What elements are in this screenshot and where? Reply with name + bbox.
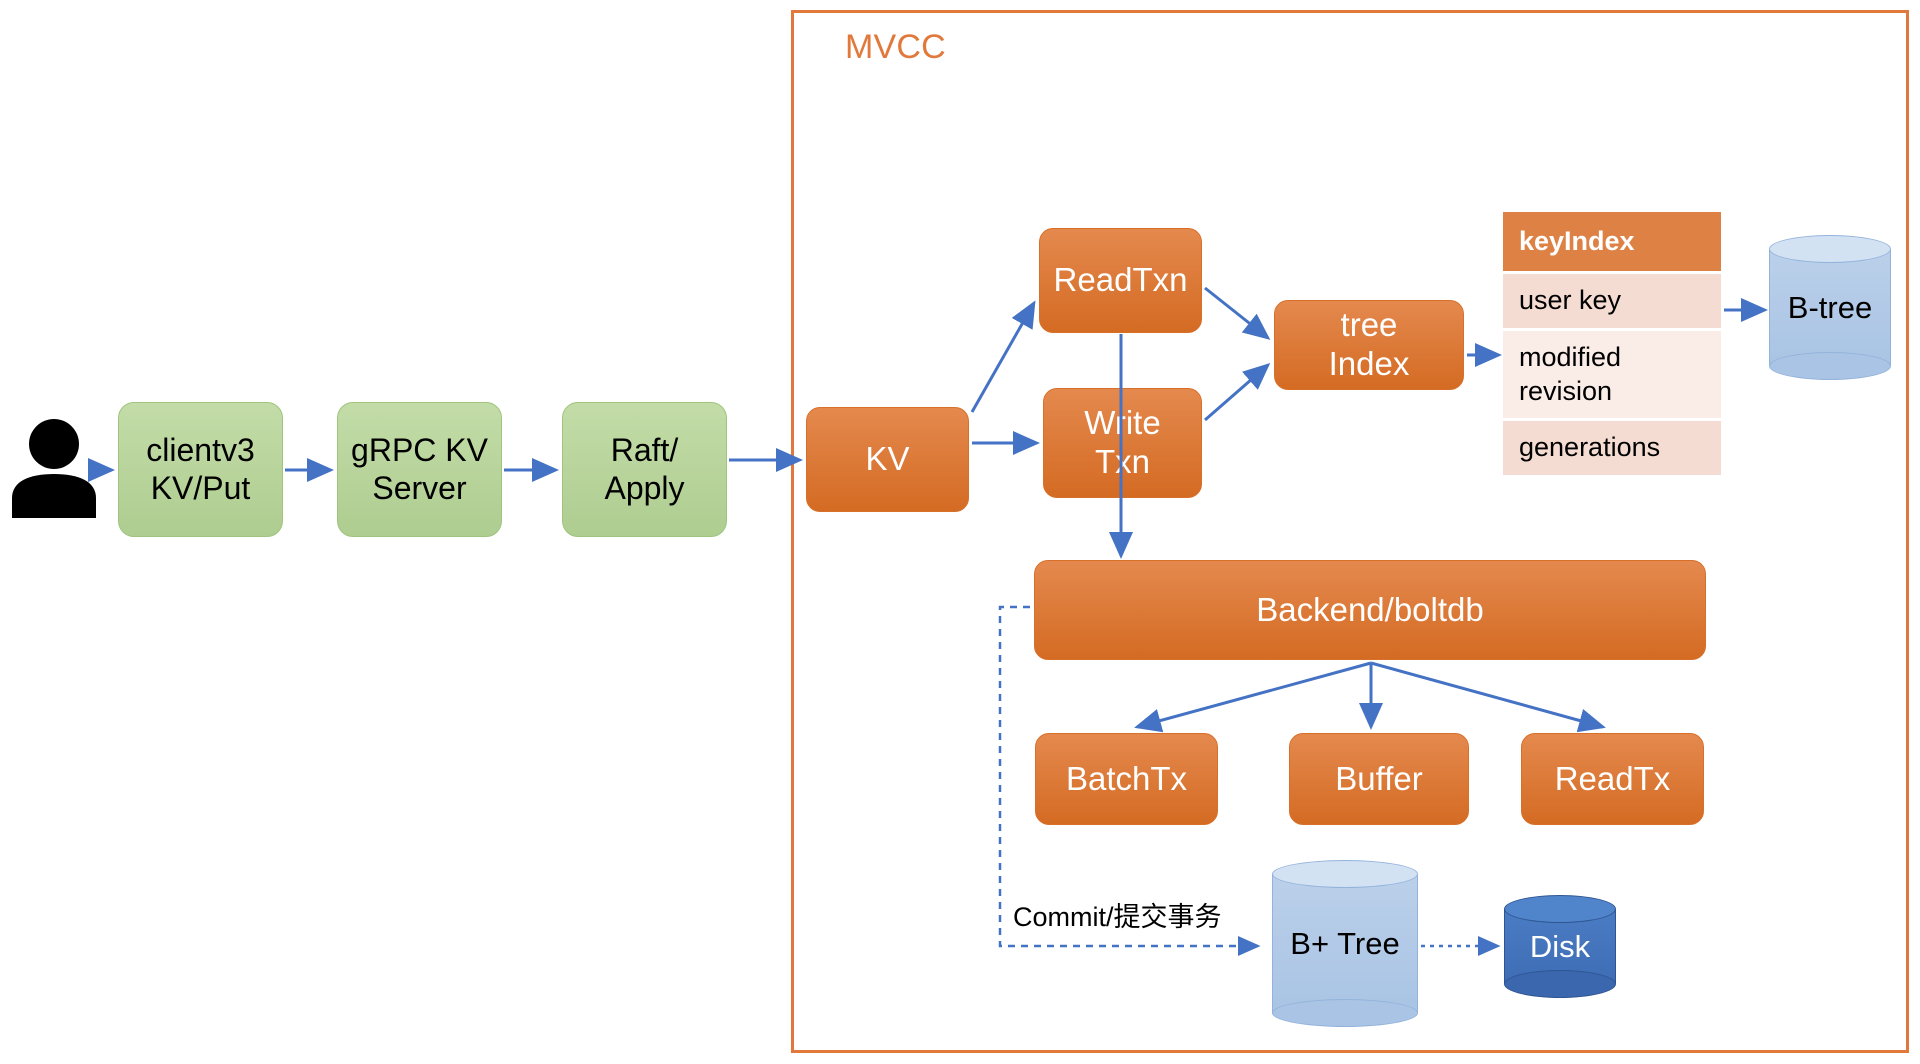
- disk-label: Disk: [1529, 928, 1591, 964]
- node-readtx[interactable]: ReadTx: [1521, 733, 1704, 825]
- node-treeindex[interactable]: tree Index: [1274, 300, 1464, 390]
- node-batchtx[interactable]: BatchTx: [1035, 733, 1218, 825]
- keyindex-header: keyIndex: [1503, 212, 1721, 271]
- btree-label: B-tree: [1787, 289, 1873, 325]
- node-buffer-label: Buffer: [1335, 759, 1423, 797]
- node-readtx-label: ReadTx: [1554, 759, 1671, 797]
- btree-top: [1769, 235, 1891, 263]
- node-backend-boltdb[interactable]: Backend/boltdb: [1034, 560, 1706, 660]
- disk-top: [1504, 895, 1616, 923]
- node-treeindex-line1: tree: [1340, 306, 1398, 344]
- commit-annotation: Commit/提交事务: [1013, 902, 1222, 932]
- node-batchtx-label: BatchTx: [1065, 759, 1188, 797]
- node-kv[interactable]: KV: [806, 407, 969, 512]
- node-kv-label: KV: [865, 440, 910, 478]
- node-backend-label: Backend/boltdb: [1256, 590, 1484, 628]
- node-writetxn[interactable]: Write Txn: [1043, 388, 1202, 498]
- node-treeindex-line2: Index: [1328, 345, 1410, 382]
- node-grpc-line2: Server: [372, 469, 467, 506]
- node-clientv3-line2: KV/Put: [150, 469, 251, 506]
- node-clientv3[interactable]: clientv3 KV/Put: [118, 402, 283, 537]
- node-raft-apply[interactable]: Raft/ Apply: [562, 402, 727, 537]
- mvcc-boundary: [791, 10, 1909, 1053]
- node-grpc-kv-server[interactable]: gRPC KV Server: [337, 402, 502, 537]
- node-writetxn-line1: Write: [1084, 404, 1161, 442]
- keyindex-table: keyIndex user key modified revision gene…: [1503, 212, 1721, 475]
- btree-body: [1769, 249, 1891, 366]
- node-buffer[interactable]: Buffer: [1289, 733, 1469, 825]
- node-clientv3-line1: clientv3: [146, 431, 255, 468]
- node-raft-line1: Raft/: [610, 431, 679, 468]
- person-icon: [8, 418, 100, 518]
- bplus-top: [1272, 860, 1418, 888]
- cylinder-bplus-tree: B+ Tree: [1272, 860, 1418, 1027]
- mvcc-label: MVCC: [845, 28, 946, 66]
- node-readtxn[interactable]: ReadTxn: [1039, 228, 1202, 333]
- node-writetxn-line2: Txn: [1094, 443, 1150, 480]
- node-readtxn-label: ReadTxn: [1053, 261, 1188, 299]
- cylinder-disk: Disk: [1504, 895, 1616, 998]
- cylinder-btree: B-tree: [1769, 235, 1891, 380]
- disk-bottom: [1504, 970, 1616, 998]
- node-raft-line2: Apply: [604, 469, 685, 506]
- keyindex-row-generations: generations: [1503, 421, 1721, 475]
- keyindex-row-user-key: user key: [1503, 274, 1721, 328]
- keyindex-row-modified-line2: revision: [1519, 375, 1613, 406]
- btree-bottom: [1769, 352, 1891, 380]
- keyindex-row-modified-revision: modified revision: [1503, 330, 1721, 419]
- node-grpc-line1: gRPC KV: [351, 431, 488, 468]
- bplus-bottom: [1272, 999, 1418, 1027]
- bplus-body: [1272, 874, 1418, 1013]
- bplus-label: B+ Tree: [1290, 925, 1400, 961]
- keyindex-row-modified-line1: modified: [1519, 341, 1622, 372]
